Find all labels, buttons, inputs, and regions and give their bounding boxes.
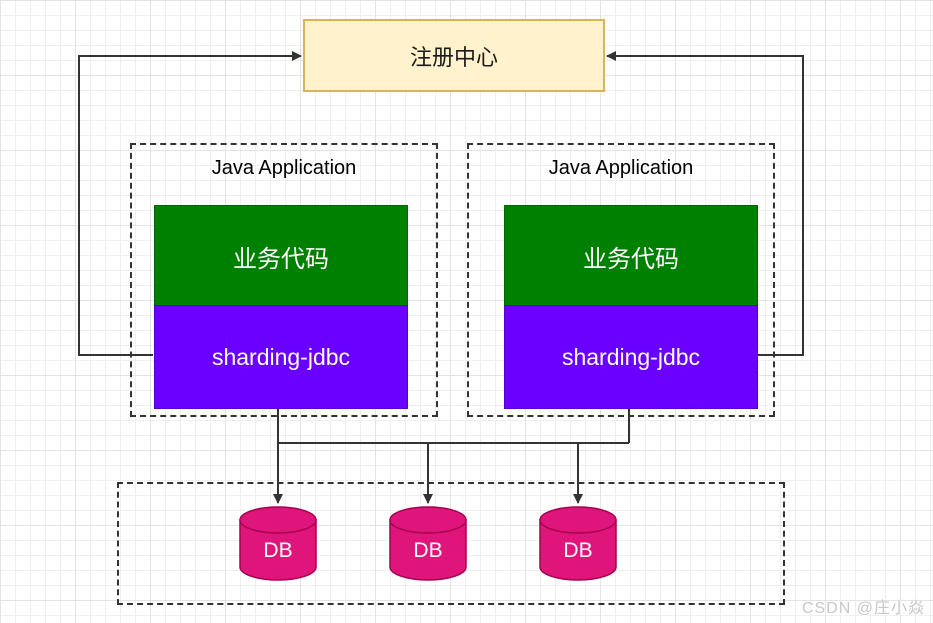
java-application-container-1: Java Application 业务代码 sharding-jdbc	[130, 143, 438, 417]
db-label: DB	[263, 539, 293, 562]
db-cylinder-2: DB	[389, 506, 467, 582]
database-icon	[389, 506, 467, 581]
sharding-jdbc-label: sharding-jdbc	[561, 343, 701, 370]
business-code-box: 业务代码	[504, 205, 758, 307]
db-label: DB	[413, 539, 443, 562]
java-application-container-2: Java Application 业务代码 sharding-jdbc	[467, 143, 775, 417]
database-zone	[117, 482, 785, 605]
registry-center-label: 注册中心	[409, 44, 498, 70]
registry-center-box: 注册中心	[303, 19, 605, 92]
database-icon	[239, 506, 317, 581]
business-code-box: 业务代码	[154, 205, 408, 307]
business-code-label: 业务代码	[583, 245, 679, 273]
sharding-jdbc-box: sharding-jdbc	[504, 305, 758, 409]
watermark: CSDN @庄小焱	[801, 600, 925, 617]
db-cylinder-3: DB	[539, 506, 617, 582]
sharding-jdbc-label: sharding-jdbc	[211, 343, 351, 370]
java-application-title: Java Application	[548, 157, 694, 179]
sharding-jdbc-box: sharding-jdbc	[154, 305, 408, 409]
business-code-label: 业务代码	[233, 245, 329, 273]
database-icon	[539, 506, 617, 581]
db-cylinder-1: DB	[239, 506, 317, 582]
db-label: DB	[563, 539, 593, 562]
java-application-title: Java Application	[211, 157, 357, 179]
